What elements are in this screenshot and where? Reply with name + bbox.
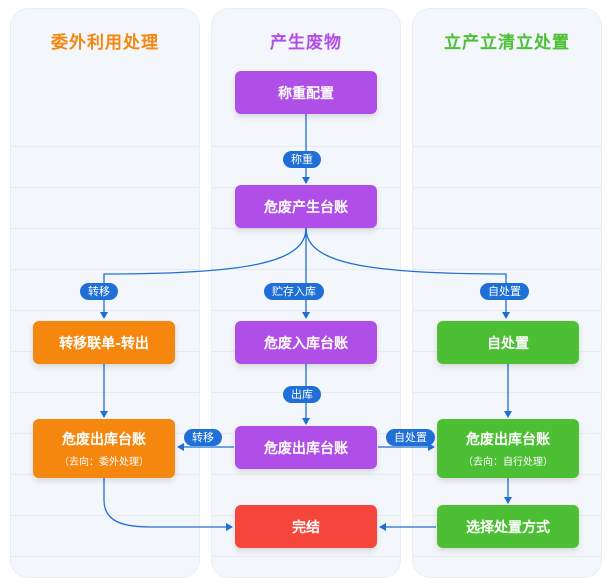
node-label: 危废出库台账 xyxy=(62,432,146,448)
node-label: 选择处置方式 xyxy=(466,519,550,536)
edge-label-store: 贮存入库 xyxy=(264,283,324,300)
node-label: 危废产生台账 xyxy=(264,199,348,216)
node-label: 转移联单-转出 xyxy=(59,335,149,352)
node-hw-outbound-ledger-self[interactable]: 危废出库台账 （去向：自行处理） xyxy=(437,419,579,478)
node-label: 称重配置 xyxy=(278,85,334,102)
edge-label-weigh: 称重 xyxy=(283,151,321,168)
node-label: 完结 xyxy=(292,519,320,536)
node-transfer-manifest[interactable]: 转移联单-转出 xyxy=(33,321,175,364)
node-select-disposal-method[interactable]: 选择处置方式 xyxy=(437,505,579,548)
column-title-self-disposal: 立产立清立处置 xyxy=(444,33,570,53)
edge-label-outbound: 出库 xyxy=(283,386,321,403)
node-hw-outbound-ledger-center[interactable]: 危废出库台账 xyxy=(235,426,377,469)
node-label: 危废入库台账 xyxy=(264,335,348,352)
node-label: 危废出库台账 xyxy=(466,432,550,448)
edge-label-self-dispose-right: 自处置 xyxy=(480,283,529,300)
column-title-outsourced: 委外利用处理 xyxy=(51,33,159,53)
edge-label-self-dispose-mid: 自处置 xyxy=(386,429,435,446)
node-sublabel: （去向：委外处理） xyxy=(59,457,149,468)
column-title-generation: 产生废物 xyxy=(270,33,342,53)
node-hw-storage-ledger[interactable]: 危废入库台账 xyxy=(235,321,377,364)
node-weigh-config[interactable]: 称重配置 xyxy=(235,71,377,114)
node-hw-outbound-ledger-outsourced[interactable]: 危废出库台账 （去向：委外处理） xyxy=(33,419,175,478)
node-label: 自处置 xyxy=(487,335,529,352)
node-hw-generation-ledger[interactable]: 危废产生台账 xyxy=(235,185,377,228)
node-self-disposal[interactable]: 自处置 xyxy=(437,321,579,364)
edge-label-transfer-left: 转移 xyxy=(80,283,118,300)
node-complete[interactable]: 完结 xyxy=(235,505,377,548)
edge-label-transfer-mid: 转移 xyxy=(184,429,222,446)
node-label: 危废出库台账 xyxy=(264,440,348,457)
node-sublabel: （去向：自行处理） xyxy=(463,457,553,468)
